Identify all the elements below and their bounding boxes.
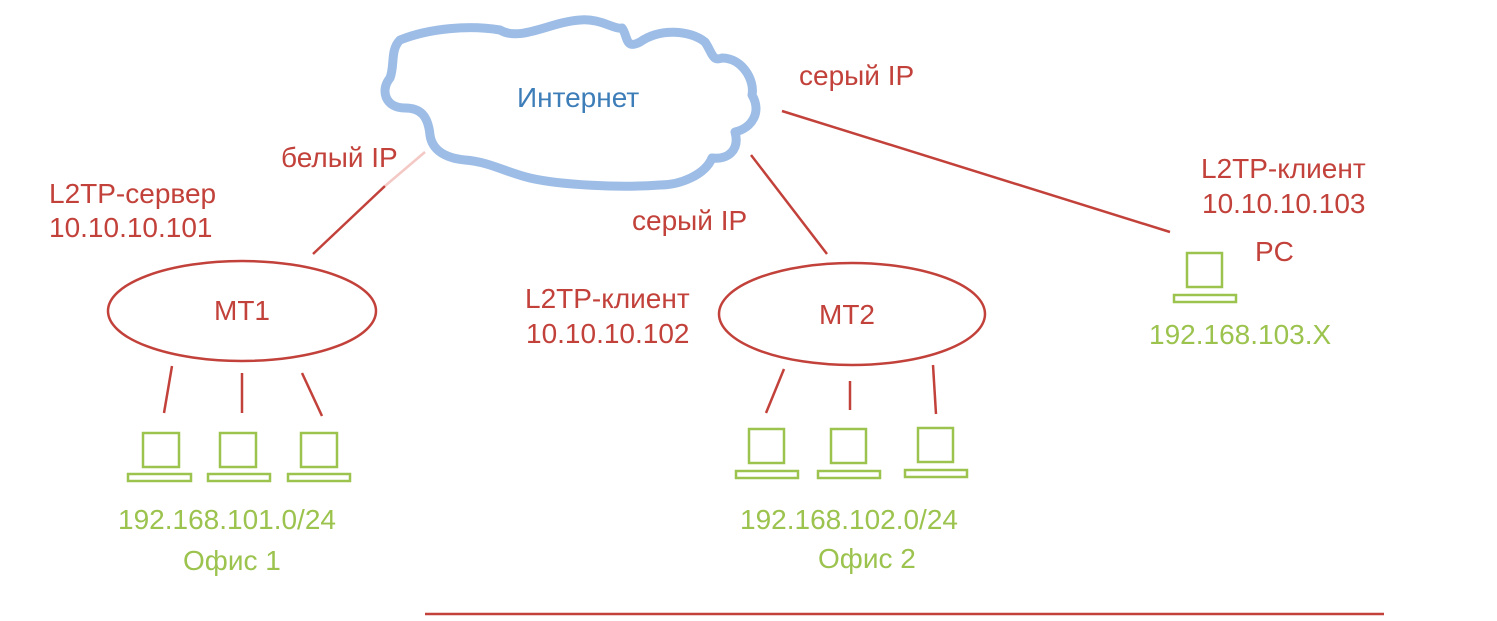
green-labels: 192.168.101.0/24 Офис 1 192.168.102.0/24… — [118, 319, 1331, 576]
office-1-name: Офис 1 — [183, 545, 281, 576]
router-mt2-label: MT2 — [819, 299, 875, 330]
links — [162, 109, 1384, 616]
laptop-icon — [734, 427, 800, 480]
router-mt2: MT2 — [717, 261, 987, 367]
link-mt1-internet-faded — [384, 151, 426, 187]
laptop-icon — [816, 427, 882, 480]
link-mt1-lan-1 — [162, 365, 174, 414]
link-label-white-ip: белый IP — [281, 142, 398, 173]
router-ellipse — [717, 261, 987, 367]
internet-cloud — [380, 15, 761, 191]
office-2-name: Офис 2 — [818, 543, 916, 574]
mt1-role-label: L2TP-сервер — [49, 178, 216, 209]
laptop-icon — [206, 431, 272, 483]
link-label-grey-ip-pc: серый IP — [799, 60, 914, 91]
mt1-tunnel-ip: 10.10.10.101 — [49, 212, 213, 243]
pc-role-label: L2TP-клиент — [1201, 153, 1366, 184]
link-pc-internet — [781, 109, 1171, 234]
link-mt2-lan-3 — [931, 364, 938, 415]
office-2-computers — [734, 426, 969, 480]
mt2-role-label: L2TP-клиент — [525, 283, 690, 314]
laptop-icon — [1172, 251, 1238, 304]
laptop-icon — [903, 426, 969, 479]
red-labels: белый IP серый IP серый IP L2TP-сервер 1… — [49, 60, 1366, 349]
internet-label: Интернет — [517, 82, 639, 113]
pc-lan-address: 192.168.103.X — [1149, 319, 1331, 350]
cloud-icon: Интернет — [380, 15, 761, 191]
link-mt1-internet — [312, 185, 386, 255]
office-1-computers — [126, 431, 352, 483]
router-mt1: MT1 — [106, 259, 378, 363]
office-1-subnet: 192.168.101.0/24 — [118, 504, 336, 535]
link-mt2-internet — [750, 154, 828, 255]
pc-computer — [1172, 251, 1238, 304]
link-mt2-lan-1 — [764, 368, 786, 414]
laptop-icon — [126, 431, 193, 483]
laptop-icon — [286, 431, 352, 483]
router-ellipse — [106, 259, 378, 363]
pc-name-label: PC — [1255, 236, 1294, 267]
link-mt1-lan-3 — [300, 372, 324, 417]
router-mt1-label: MT1 — [214, 295, 270, 326]
office-2-subnet: 192.168.102.0/24 — [740, 504, 958, 535]
pc-tunnel-ip: 10.10.10.103 — [1202, 188, 1366, 219]
link-label-grey-ip-mt2: серый IP — [632, 205, 747, 236]
mt2-tunnel-ip: 10.10.10.102 — [526, 318, 690, 349]
